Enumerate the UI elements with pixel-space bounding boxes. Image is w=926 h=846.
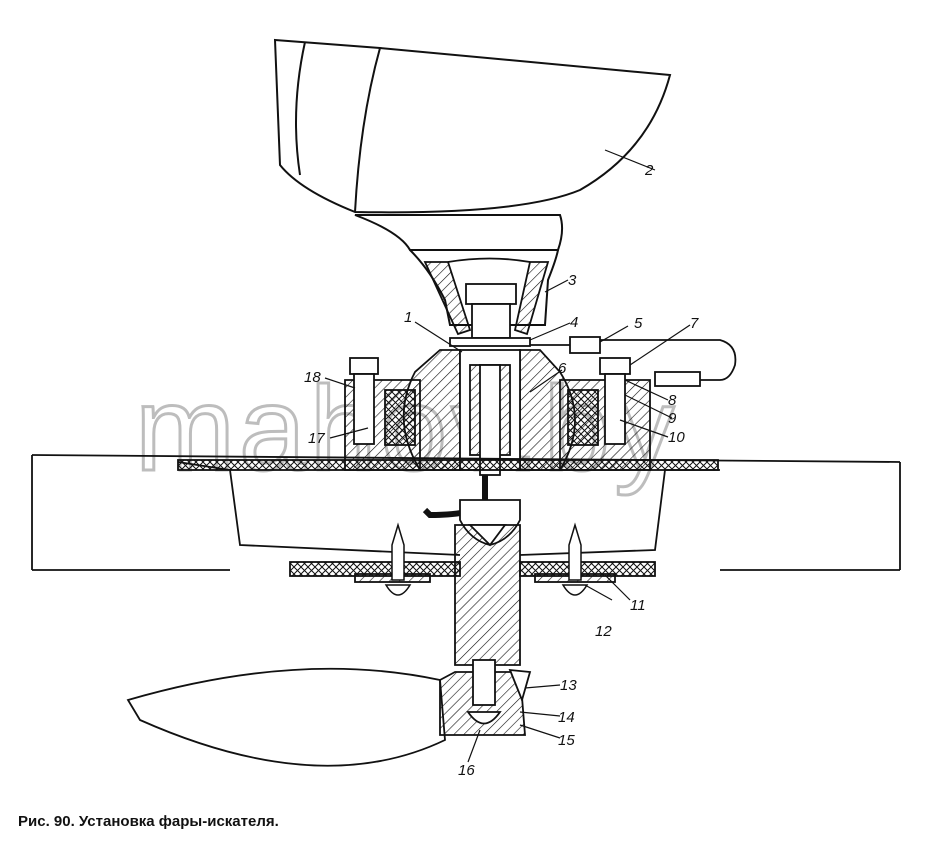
callout-1: 1 <box>404 309 412 326</box>
callout-17: 17 <box>308 430 325 447</box>
left-clamp <box>344 357 421 471</box>
screws <box>384 522 589 596</box>
callout-11: 11 <box>630 597 646 614</box>
callout-7: 7 <box>690 315 699 332</box>
callout-10: 10 <box>668 429 685 446</box>
control-handle <box>126 659 532 767</box>
callouts: 1 2 3 4 5 6 7 8 9 10 11 12 13 14 15 16 1… <box>304 162 699 779</box>
callout-13: 13 <box>560 677 577 694</box>
leader-lines <box>324 149 691 763</box>
headlamp-assembly-drawing: mahov.by <box>31 38 901 779</box>
callout-12: 12 <box>595 623 612 640</box>
callout-3: 3 <box>568 272 577 289</box>
callout-8: 8 <box>668 392 677 409</box>
callout-16: 16 <box>458 762 475 779</box>
callout-6: 6 <box>558 360 567 377</box>
central-shaft <box>454 499 521 666</box>
lamp-housing <box>273 38 672 326</box>
callout-14: 14 <box>558 709 575 726</box>
callout-4: 4 <box>570 314 578 331</box>
callout-18: 18 <box>304 369 321 386</box>
callout-9: 9 <box>668 410 677 427</box>
figure-caption: Рис. 90. Установка фары-искателя. <box>18 813 279 830</box>
lamp-bracket <box>423 257 550 339</box>
callout-2: 2 <box>644 162 654 179</box>
callout-15: 15 <box>558 732 575 749</box>
washer-and-wire <box>449 336 737 387</box>
callout-5: 5 <box>634 315 643 332</box>
